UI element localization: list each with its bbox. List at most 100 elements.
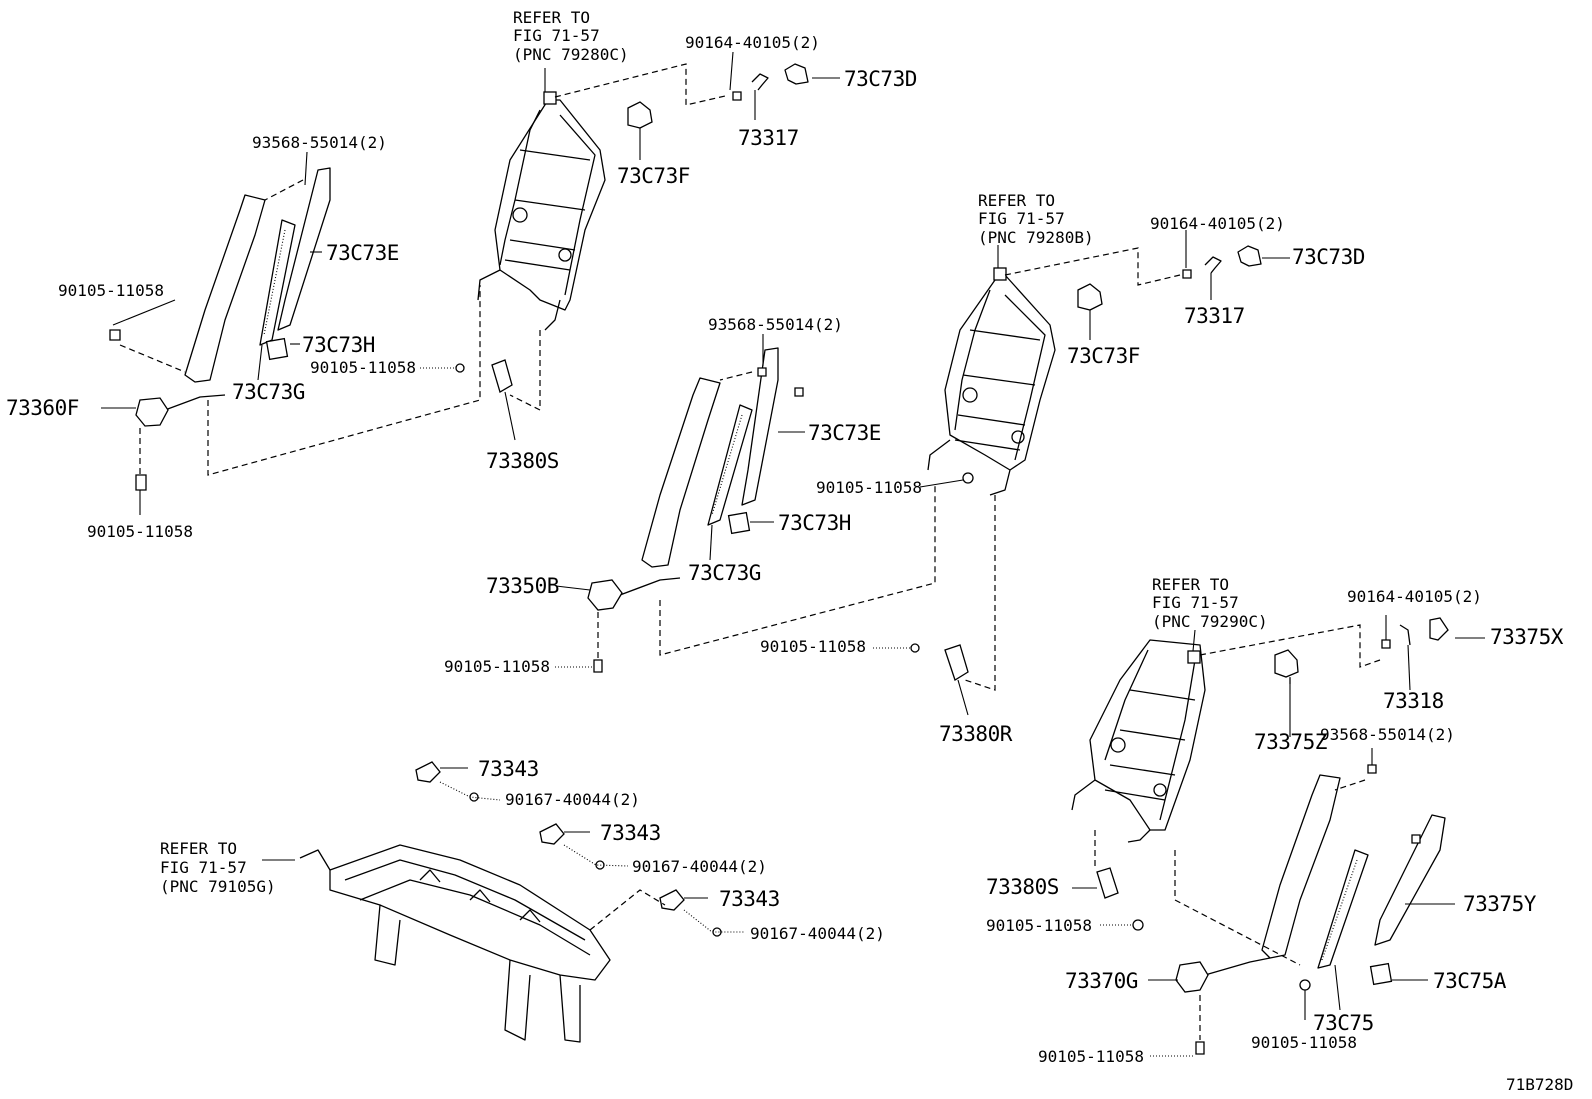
part-label: 73C73G [232,380,305,404]
slide-73c73g-2 [707,404,753,526]
cover-73c73h-2 [727,511,751,535]
part-label: 73343 [719,887,780,911]
seatback-frame-rear [1071,639,1206,843]
part-label: 93568-55014(2) [252,133,387,152]
buckle-73380r [944,644,969,681]
ref-line1: REFER TO [1152,575,1229,594]
anchor-cover-73c73f-2 [1077,283,1103,311]
part-label: 73375X [1490,625,1564,649]
part-label: 90167-40044(2) [505,790,640,809]
part-label: 73360F [6,396,79,420]
bolt-90167-3 [712,927,722,937]
part-label: 73343 [600,821,661,845]
part-label: 73370G [1065,969,1138,993]
slide-73c73g-1 [259,219,296,346]
clip-73317-2 [1204,256,1222,274]
part-label: 73C73D [1292,245,1365,269]
bolt-90105-d [962,472,974,484]
bolt-90164-1 [732,91,742,101]
bolt-93568-2 [757,367,767,377]
belt-assy-73370g [1175,774,1341,993]
anchor-cover-73c73f-1 [627,101,653,129]
part-label: 73C75A [1433,969,1507,993]
guide-73c73d-2 [1237,245,1262,267]
bolt-90105-c [135,474,147,491]
bolt-90105-h [1299,979,1311,991]
belt-guide-73375y [1374,814,1446,946]
part-label: 73343 [478,757,539,781]
part-label: 73375Y [1463,892,1537,916]
cover-73c75a [1369,962,1393,986]
ref-line2: FIG 71-57 [160,858,247,877]
cap-73343-1 [415,761,441,783]
ref-line3: (PNC 79280C) [513,45,629,64]
part-label: 90164-40105(2) [1347,587,1482,606]
bolt-90105-e [593,659,603,673]
bolt-90105-a [109,329,121,341]
part-label: 73317 [1184,304,1245,328]
part-label: 73C73E [808,421,881,445]
belt-assy-73350b [587,377,721,611]
part-label: 73318 [1383,689,1444,713]
bolt-90164-2 [1182,269,1192,279]
guide-73375x [1429,617,1449,641]
bolt-93568-2b [794,387,804,397]
figure-id: 71B728D [1506,1075,1573,1094]
part-label: 90105-11058 [1251,1033,1357,1052]
cover-73375z [1274,649,1299,678]
part-label: 93568-55014(2) [1320,725,1455,744]
bolt-90105-f [910,643,920,653]
ref-line1: REFER TO [978,191,1055,210]
part-label: 90164-40105(2) [685,33,820,52]
ref-line2: FIG 71-57 [1152,593,1239,612]
bolt-90164-3 [1381,639,1391,649]
bolt-90105-b [455,363,465,373]
part-label: 73380S [486,449,559,473]
ref-line1: REFER TO [513,8,590,27]
part-label: 73350B [486,574,559,598]
part-label: 73C73E [326,241,399,265]
part-label: 90105-11058 [816,478,922,497]
part-label: 73C73H [778,511,851,535]
ref-line3: (PNC 79280B) [978,228,1094,247]
part-label: 73C75 [1313,1011,1374,1035]
part-label: 73C73F [617,164,690,188]
part-label: 90105-11058 [444,657,550,676]
ref-line2: FIG 71-57 [513,26,600,45]
part-label: 90167-40044(2) [750,924,885,943]
ref-line1: REFER TO [160,839,237,858]
buckle-73380s-2 [1096,867,1119,899]
ref-line3: (PNC 79290C) [1152,612,1268,631]
bolt-93568-3b [1411,834,1421,844]
bolt-93568-3 [1367,764,1377,774]
part-label: 90105-11058 [310,358,416,377]
part-label: 73C73F [1067,344,1140,368]
clip-73317-1 [751,73,769,91]
belt-assy-73360f [135,194,266,427]
guide-73c73d-1 [784,63,809,85]
bolt-90105-g [1132,919,1144,931]
part-label: 73380S [986,875,1059,899]
part-label: 73375Z [1254,730,1327,754]
seatback-frame-left [477,91,606,331]
part-label: 90167-40044(2) [632,857,767,876]
buckle-73380s-1 [491,359,513,393]
bolt-90167-2 [595,860,605,870]
ref-line3: (PNC 79105G) [160,877,276,896]
part-label: 90105-11058 [58,281,164,300]
part-label: 73317 [738,126,799,150]
belt-guide-73c73e-1 [277,167,331,331]
part-label: 90164-40105(2) [1150,214,1285,233]
cap-73343-2 [539,823,565,845]
part-label: 73C73G [688,561,761,585]
part-label: 90105-11058 [760,637,866,656]
part-label: 73380R [939,722,1013,746]
part-label: 90105-11058 [1038,1047,1144,1066]
bolt-90167-1 [469,792,479,802]
cover-73c73h-1 [265,337,289,361]
seat-cushion-frame [299,844,611,1043]
part-label: 90105-11058 [986,916,1092,935]
seatback-frame-right [927,267,1056,496]
part-label: 90105-11058 [87,522,193,541]
